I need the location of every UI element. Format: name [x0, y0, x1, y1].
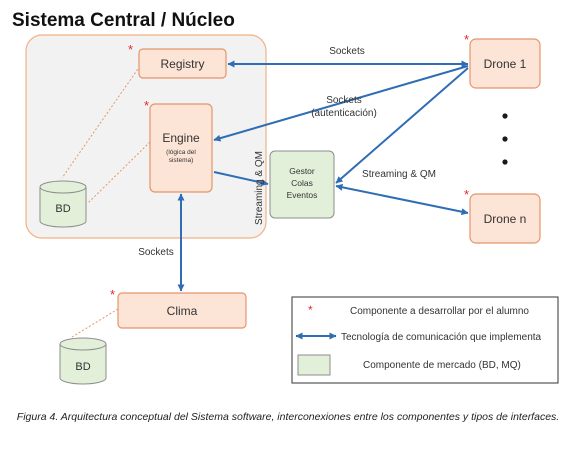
engine-box [149, 103, 213, 193]
legend-box [291, 296, 559, 384]
diagram-title: Sistema Central / Núcleo [12, 10, 235, 31]
legend-arrow-text: Tecnología de comunicación que implement… [341, 332, 542, 343]
clima-label: Clima [167, 304, 198, 318]
legend-market-symbol [297, 354, 331, 376]
drone-n-label: Drone n [484, 212, 527, 226]
gestor-colas-box [269, 150, 335, 219]
legend-star-text: Componente a desarrollar por el alumno [350, 306, 529, 317]
drone-1-box [469, 38, 541, 89]
label-streaming-engine: Streaming & QM [254, 151, 265, 225]
bd-clima-label: BD [75, 361, 90, 373]
engine-star: * [144, 98, 149, 113]
clima-box [117, 292, 247, 329]
bd-clima-cylinder [59, 337, 107, 385]
drone-1-star: * [464, 32, 469, 47]
arrow-engine-drone1 [213, 65, 469, 142]
engine-subtitle-1: (lógica del [166, 149, 196, 156]
drone-1-label: Drone 1 [484, 57, 527, 71]
legend-market-text: Componente de mercado (BD, MQ) [363, 360, 521, 371]
label-sockets-auth-2: (autenticación) [311, 108, 377, 119]
arrow-gestor-drone1 [335, 67, 469, 184]
bd-core-cylinder [39, 180, 87, 228]
registry-star: * [128, 42, 133, 57]
ellipsis-dot-1 [502, 113, 508, 119]
label-sockets-clima: Sockets [138, 247, 174, 258]
clima-star: * [110, 287, 115, 302]
arrow-gestor-dronen [335, 183, 469, 216]
ellipsis-dot-3 [502, 159, 508, 165]
drone-n-star: * [464, 187, 469, 202]
drone-n-box [469, 193, 541, 244]
engine-subtitle-2: sistema) [169, 157, 194, 164]
legend-star-symbol: * [308, 303, 313, 317]
bd-core-label: BD [55, 203, 70, 215]
engine-label: Engine [162, 131, 200, 145]
label-sockets-auth-1: Sockets [326, 95, 362, 106]
engine-db-link [87, 141, 151, 204]
registry-box [138, 48, 227, 79]
registry-db-link [61, 65, 141, 179]
label-sockets-registry: Sockets [329, 46, 365, 57]
gestor-label-1: Gestor [289, 166, 315, 176]
gestor-label-2: Colas [291, 178, 313, 188]
clima-db-link [71, 308, 119, 338]
registry-label: Registry [160, 57, 204, 71]
arrow-engine-gestor [213, 171, 269, 187]
label-streaming-drones: Streaming & QM [362, 169, 436, 180]
gestor-label-3: Eventos [287, 190, 318, 200]
figure-caption: Figura 4. Arquitectura conceptual del Si… [16, 411, 560, 423]
ellipsis-dot-2 [502, 136, 508, 142]
